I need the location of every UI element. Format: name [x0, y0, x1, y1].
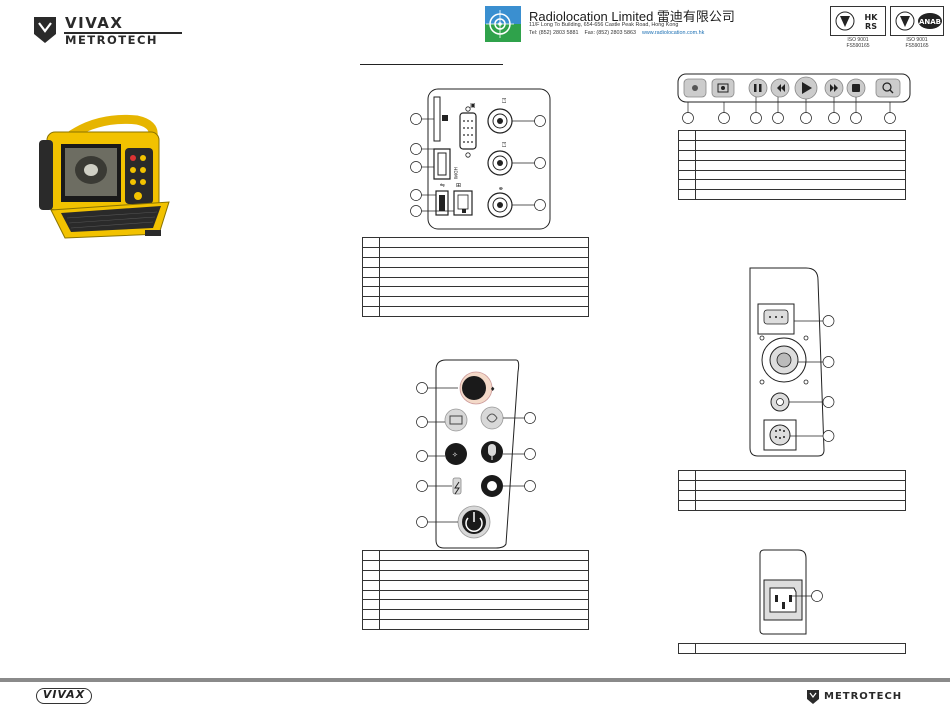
- vivax-metrotech-logo: VIVAX METROTECH: [33, 14, 193, 48]
- button-legend-table: [362, 550, 589, 631]
- button-panel-diagram: ♦ ✧: [416, 359, 536, 549]
- svg-text:ANAB: ANAB: [919, 18, 941, 26]
- connector-legend-table: [362, 237, 589, 318]
- cert-2-line2: FS590165: [905, 43, 929, 49]
- table-row: [362, 286, 589, 298]
- table-row: [362, 579, 589, 591]
- svg-text:⊞: ⊞: [456, 182, 461, 189]
- distributor-fax: Fax: (852) 2803 5863: [584, 30, 636, 36]
- radiolocation-logo-icon: [485, 6, 521, 42]
- media-legend-table: [678, 130, 906, 201]
- side-connector-legend-table: [678, 470, 906, 511]
- hkas-mark-icon: HK RS: [865, 13, 879, 31]
- table-row: [362, 550, 589, 561]
- metrotech-emblem-icon: [34, 17, 56, 43]
- cert-1-line1: ISO 9001: [847, 37, 869, 43]
- table-row: [362, 589, 589, 601]
- table-row: [362, 237, 589, 248]
- cert-badge-anab: ANAB: [890, 6, 944, 36]
- anab-mark-icon: ANAB: [918, 13, 942, 29]
- cert-2-line1: ISO 9001: [906, 37, 928, 43]
- distributor-contact: Tel: (852) 2803 5881 Fax: (852) 2803 586…: [529, 30, 704, 36]
- certification-shield-icon: [895, 11, 915, 31]
- distributor-name: Radiolocation Limited 雷迪有限公司: [529, 9, 735, 24]
- table-row: [362, 559, 589, 571]
- svg-text:RS: RS: [865, 22, 877, 31]
- table-row: [678, 470, 906, 481]
- monitor-icon: ▣: [470, 102, 476, 109]
- side-connector-panel-diagram: [749, 267, 835, 457]
- table-row: [362, 256, 589, 268]
- footer-logo-text: METROTECH: [824, 691, 903, 702]
- svg-text:HDMI: HDMI: [452, 167, 458, 179]
- cert-1-line2: FS590165: [846, 43, 870, 49]
- table-row: [362, 306, 589, 318]
- svg-text:⍞: ⍞: [502, 97, 506, 105]
- certification-shield-icon: [835, 11, 855, 31]
- table-row: [678, 130, 906, 141]
- table-row: [678, 179, 906, 191]
- table-row: [678, 169, 906, 181]
- table-row: [678, 149, 906, 161]
- table-row: [678, 479, 906, 491]
- table-row: [678, 139, 906, 151]
- distributor-tel: Tel: (852) 2803 5881: [529, 30, 579, 36]
- table-row: [362, 296, 589, 308]
- svg-text:⚭: ⚭: [498, 185, 504, 193]
- table-row: [362, 276, 589, 288]
- power-legend-table: [678, 643, 906, 654]
- certification-badges: HK RS ANAB ISO 9001 FS590165 ISO 9001 FS…: [830, 6, 944, 49]
- table-row: [362, 609, 589, 621]
- distributor-header: Radiolocation Limited 雷迪有限公司 11/F Long T…: [485, 6, 785, 42]
- svg-text:✧: ✧: [452, 451, 458, 459]
- footer-metrotech-logo: METROTECH: [806, 689, 926, 707]
- table-row: [678, 159, 906, 171]
- cert-caption-1: ISO 9001 FS590165: [830, 37, 886, 49]
- distributor-website: www.radiolocation.com.hk: [642, 30, 705, 36]
- power-inlet-diagram: [759, 549, 823, 635]
- product-photo-monitor: [39, 114, 170, 239]
- metrotech-emblem-icon: [807, 690, 819, 704]
- table-row: [362, 569, 589, 581]
- footer-rule: [0, 678, 950, 682]
- logo-line-2: METROTECH: [65, 33, 159, 47]
- cert-caption-2: ISO 9001 FS590165: [890, 37, 944, 49]
- logo-line-1: VIVAX: [65, 14, 124, 32]
- cert-badge-hkas: HK RS: [830, 6, 886, 36]
- svg-text:HK: HK: [865, 13, 879, 22]
- table-row: [362, 599, 589, 611]
- svg-text:⍞: ⍞: [502, 141, 506, 149]
- section-heading-rule: [360, 64, 503, 65]
- connector-panel-diagram: ▣ HDMI ⇋ ⊞ ⍞ ⍞ ⚭: [410, 88, 551, 230]
- table-row: [362, 619, 589, 631]
- svg-text:♦: ♦: [490, 386, 495, 393]
- table-row: [362, 246, 589, 258]
- table-row: [678, 189, 906, 201]
- svg-text:⇋: ⇋: [440, 182, 445, 189]
- table-row: [362, 266, 589, 278]
- table-row: [678, 499, 906, 511]
- logo-divider: [64, 32, 182, 34]
- footer-vivax-badge: VIVAX: [36, 688, 92, 704]
- table-row: [678, 489, 906, 501]
- table-row: [678, 643, 906, 654]
- distributor-address: 11/F Long To Building, 654-656 Castle Pe…: [529, 22, 679, 28]
- media-control-bar-diagram: [677, 73, 911, 124]
